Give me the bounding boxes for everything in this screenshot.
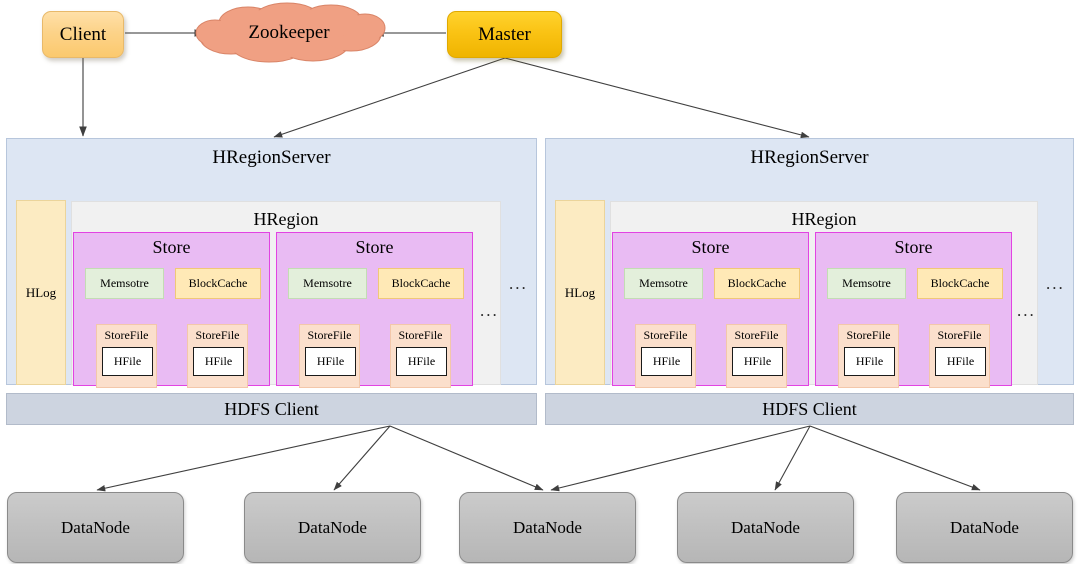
store-title-2-1: Store [691,237,730,257]
hlog-label-1: HLog [25,284,57,300]
storefile-box-2-2-2[interactable]: StoreFile HFile [929,324,990,388]
store-box-2-1[interactable]: Store Memsotre BlockCache StoreFile HFil… [612,232,809,388]
store-box-1-2[interactable]: Store Memsotre BlockCache StoreFile HFil… [276,232,473,388]
edge-hdfs1-datanode3 [389,425,544,491]
hlog-label-2: HLog [564,284,596,300]
hfile-box-2-1-2[interactable]: HFile [732,347,783,376]
datanode-label-1: DataNode [61,517,130,537]
cloud-shape-icon [195,2,386,63]
blockcache-label-1-2: BlockCache [391,276,451,290]
store-box-2-2[interactable]: Store Memsotre BlockCache StoreFile HFil… [815,232,1012,388]
hlog-box-1[interactable]: HLog [16,200,66,385]
hlog-box-2[interactable]: HLog [555,200,605,385]
storefile-box-2-1-2[interactable]: StoreFile HFile [726,324,787,388]
hregion-title-1: HRegion [253,209,319,229]
blockcache-label-2-2: BlockCache [930,276,990,290]
storefile-box-2-2-1[interactable]: StoreFile HFile [838,324,899,388]
storefile-box-1-1-1[interactable]: StoreFile HFile [96,324,157,388]
blockcache-label-2-1: BlockCache [727,276,787,290]
edge-hdfs1-datanode1 [96,425,391,492]
hfile-box-1-1-1[interactable]: HFile [102,347,153,376]
edge-hdfs1-datanode2 [333,425,391,491]
edge-master-regionserver1 [273,57,506,138]
blockcache-label-1-1: BlockCache [188,276,248,290]
store-title-1-1: Store [152,237,191,257]
store-box-1-1[interactable]: Store Memsotre BlockCache StoreFile HFil… [73,232,270,388]
storefile-box-1-2-1[interactable]: StoreFile HFile [299,324,360,388]
memstore-label-2-1: Memsotre [639,276,688,290]
datanode-box-2[interactable]: DataNode [244,492,421,563]
hfile-label-2-1-1: HFile [652,354,681,368]
memstore-box-1-2[interactable]: Memsotre [288,268,367,299]
storefile-label-2-2-2: StoreFile [937,328,982,342]
hdfs-client-label-1: HDFS Client [224,398,319,419]
hfile-label-1-2-2: HFile [407,354,436,368]
memstore-label-1-1: Memsotre [100,276,149,290]
datanode-label-3: DataNode [513,517,582,537]
storefile-label-2-1-2: StoreFile [734,328,779,342]
hfile-box-2-1-1[interactable]: HFile [641,347,692,376]
hfile-box-1-1-2[interactable]: HFile [193,347,244,376]
blockcache-box-2-2[interactable]: BlockCache [917,268,1003,299]
hfile-label-1-2-1: HFile [316,354,345,368]
hfile-label-2-2-2: HFile [946,354,975,368]
edge-hdfs2-datanode3 [550,425,811,492]
hregion-more-ellipsis-1: ... [480,301,499,320]
zookeeper-label: Zookeeper [248,21,330,43]
memstore-label-1-2: Memsotre [303,276,352,290]
hdfs-client-label-2: HDFS Client [762,398,857,419]
master-node[interactable]: Master [447,11,562,58]
store-title-1-2: Store [355,237,394,257]
blockcache-box-1-1[interactable]: BlockCache [175,268,261,299]
client-label: Client [59,23,107,45]
storefile-box-1-1-2[interactable]: StoreFile HFile [187,324,248,388]
store-title-2-2: Store [894,237,933,257]
hfile-label-2-2-1: HFile [855,354,884,368]
hfile-box-2-2-1[interactable]: HFile [844,347,895,376]
storefile-box-1-2-2[interactable]: StoreFile HFile [390,324,451,388]
memstore-box-1-1[interactable]: Memsotre [85,268,164,299]
datanode-box-1[interactable]: DataNode [7,492,184,563]
storefile-label-2-1-1: StoreFile [643,328,688,342]
regionserver-more-ellipsis-2: ... [1046,274,1065,293]
hfile-box-1-2-1[interactable]: HFile [305,347,356,376]
hregion-title-2: HRegion [791,209,857,229]
storefile-box-2-1-1[interactable]: StoreFile HFile [635,324,696,388]
hfile-label-1-1-2: HFile [204,354,233,368]
hdfs-client-bar-2[interactable]: HDFS Client [545,393,1074,425]
regionserver-more-ellipsis-1: ... [509,274,528,293]
storefile-label-1-2-1: StoreFile [307,328,352,342]
regionserver-title-1: HRegionServer [212,147,331,168]
datanode-label-2: DataNode [298,517,367,537]
hdfs-client-bar-1[interactable]: HDFS Client [6,393,537,425]
datanode-label-5: DataNode [950,517,1019,537]
datanode-label-4: DataNode [731,517,800,537]
storefile-label-2-2-1: StoreFile [846,328,891,342]
memstore-box-2-1[interactable]: Memsotre [624,268,703,299]
edge-master-regionserver2 [504,57,810,139]
datanode-box-5[interactable]: DataNode [896,492,1073,563]
storefile-label-1-2-2: StoreFile [398,328,443,342]
datanode-box-3[interactable]: DataNode [459,492,636,563]
regionserver-title-2: HRegionServer [750,147,869,168]
zookeeper-node[interactable]: Zookeeper [191,1,387,64]
edge-hdfs2-datanode4 [774,425,811,491]
blockcache-box-1-2[interactable]: BlockCache [378,268,464,299]
datanode-box-4[interactable]: DataNode [677,492,854,563]
hfile-label-1-1-1: HFile [113,354,142,368]
hfile-label-2-1-2: HFile [743,354,772,368]
storefile-label-1-1-1: StoreFile [104,328,149,342]
hfile-box-1-2-2[interactable]: HFile [396,347,447,376]
hregion-box-2[interactable]: HRegion Store Memsotre BlockCache StoreF… [610,201,1038,388]
client-node[interactable]: Client [42,11,124,58]
hregion-more-ellipsis-2: ... [1017,301,1036,320]
hfile-box-2-2-2[interactable]: HFile [935,347,986,376]
master-label: Master [478,23,531,45]
storefile-label-1-1-2: StoreFile [195,328,240,342]
blockcache-box-2-1[interactable]: BlockCache [714,268,800,299]
memstore-box-2-2[interactable]: Memsotre [827,268,906,299]
hregion-box-1[interactable]: HRegion Store Memsotre BlockCache StoreF… [71,201,501,388]
edge-hdfs2-datanode5 [809,425,981,491]
memstore-label-2-2: Memsotre [842,276,891,290]
